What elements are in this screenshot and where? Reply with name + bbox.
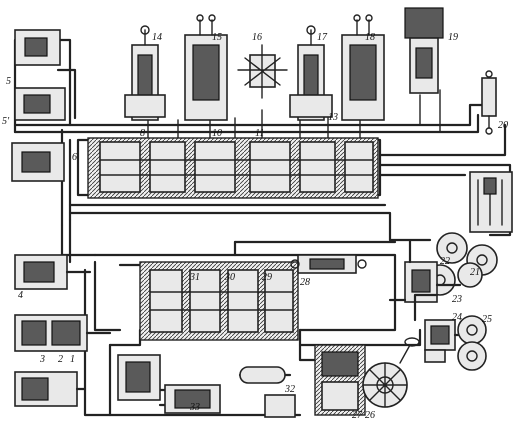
label-8: 8 bbox=[140, 128, 145, 139]
valve-block-26-27 bbox=[314, 344, 366, 416]
label-10: 10 bbox=[212, 128, 222, 139]
main-distributor-upper bbox=[87, 137, 379, 199]
lower-units bbox=[117, 254, 420, 418]
label-15: 15 bbox=[212, 32, 222, 43]
valve-16 bbox=[237, 44, 288, 99]
label-30: 30 bbox=[224, 272, 235, 283]
cylinder-20 bbox=[481, 70, 497, 135]
part-number-labels: 1 2 3 4 5 5' 6 8 10 11 13 14 15 16 17 18… bbox=[2, 32, 508, 421]
label-3: 3 bbox=[39, 354, 45, 365]
lower-left-pumps bbox=[14, 254, 112, 407]
label-19: 19 bbox=[448, 32, 458, 43]
label-31: 31 bbox=[189, 272, 200, 283]
roller-32 bbox=[239, 366, 296, 418]
label-13: 13 bbox=[328, 112, 338, 123]
right-side-units bbox=[388, 171, 513, 371]
label-32: 32 bbox=[284, 384, 295, 395]
pump-25 bbox=[457, 315, 487, 371]
upper-left-valves bbox=[11, 29, 66, 182]
label-2: 2 bbox=[58, 354, 63, 365]
label-5: 5 bbox=[6, 76, 11, 87]
pump-unit-bottom bbox=[14, 371, 87, 407]
label-18: 18 bbox=[365, 32, 375, 43]
label-21: 21 bbox=[470, 267, 480, 278]
label-16: 16 bbox=[252, 32, 262, 43]
label-28: 28 bbox=[300, 277, 310, 288]
valve-24 bbox=[424, 319, 456, 363]
label-33: 33 bbox=[189, 402, 200, 413]
wheel-dial bbox=[362, 337, 420, 408]
label-23: 23 bbox=[452, 294, 462, 305]
upper-pipe-network bbox=[13, 38, 512, 242]
top-cylinders bbox=[124, 7, 497, 135]
valve-lower-left bbox=[117, 354, 161, 401]
label-24: 24 bbox=[452, 312, 462, 323]
cylinder-28 bbox=[290, 254, 367, 274]
label-5-prime: 5' bbox=[2, 116, 10, 127]
label-22: 22 bbox=[440, 256, 450, 267]
label-25: 25 bbox=[482, 314, 492, 325]
label-29: 29 bbox=[262, 272, 272, 283]
label-11: 11 bbox=[255, 128, 264, 139]
cylinder-33 bbox=[164, 384, 221, 414]
label-17: 17 bbox=[317, 32, 328, 43]
main-distributor-lower bbox=[139, 261, 299, 341]
actuator-19 bbox=[404, 7, 444, 94]
label-27: 27 bbox=[352, 410, 363, 421]
label-26: 26 bbox=[365, 410, 375, 421]
control-valve-5-prime bbox=[11, 142, 65, 182]
control-valve-top bbox=[14, 29, 61, 66]
pump-unit-1-2-3 bbox=[14, 314, 112, 352]
tank-right bbox=[469, 171, 513, 233]
label-20: 20 bbox=[498, 120, 508, 131]
label-6: 6 bbox=[72, 152, 77, 163]
label-14: 14 bbox=[152, 32, 162, 43]
label-1: 1 bbox=[70, 354, 75, 365]
label-4: 4 bbox=[18, 290, 23, 301]
pump-unit-4 bbox=[14, 254, 92, 290]
